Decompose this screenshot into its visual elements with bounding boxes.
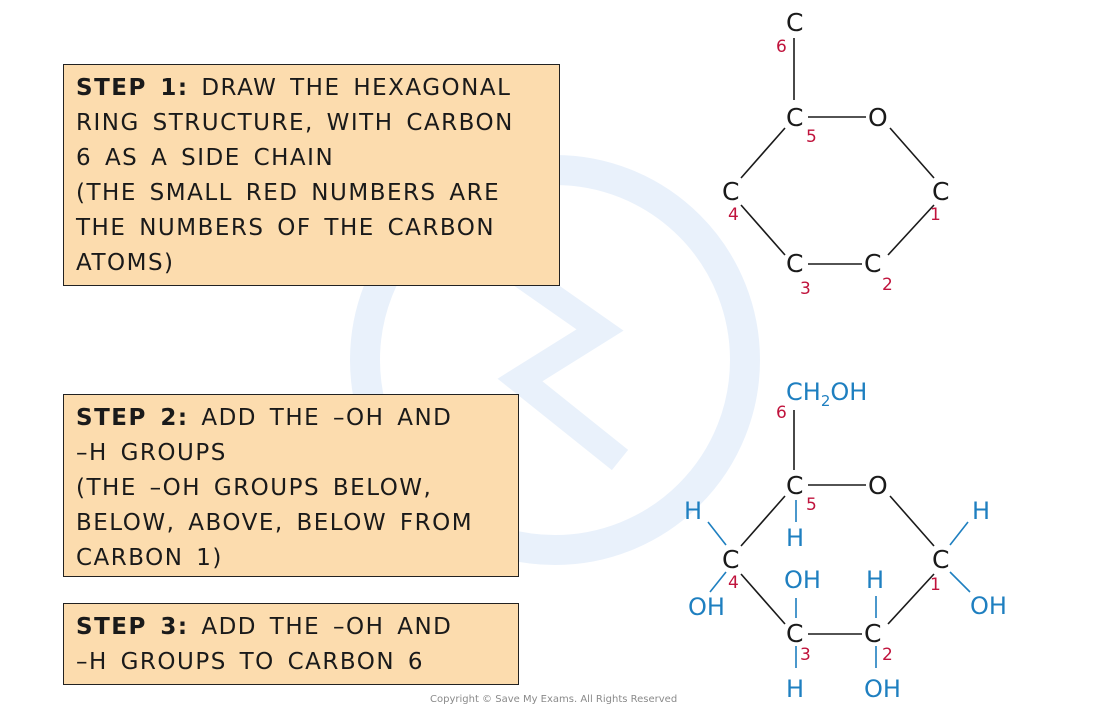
step-1-label: STEP 1: (76, 75, 189, 101)
step-1-line-4: (THE SMALL RED NUMBERS ARE (76, 180, 501, 206)
step-1-line-1: STEP 1: DRAW THE HEXAGONAL (76, 71, 547, 106)
group-c2-oh: OH (864, 675, 901, 703)
group-c1-oh: OH (970, 592, 1007, 620)
step-1-line-6: ATOMS) (76, 250, 175, 276)
step-2-line-5: CARBON 1) (76, 545, 223, 571)
bond-c1-oh (949, 571, 971, 593)
atom-c5: C (786, 103, 803, 132)
step-3-box: STEP 3: ADD THE –OH AND –H GROUPS TO CAR… (63, 603, 519, 685)
group-ch2-text: CH (786, 378, 821, 406)
bond-c5-c4 (740, 127, 786, 179)
group-c1-h: H (972, 497, 990, 525)
group-c4-h: H (684, 497, 702, 525)
bond-c5-c4 (740, 495, 786, 547)
step-3-label: STEP 3: (76, 614, 189, 640)
step-2-line-2: –H GROUPS (76, 440, 227, 466)
bond-c4-c3 (740, 204, 786, 256)
atom-c1: C (932, 177, 949, 206)
step-1-text-1: DRAW THE HEXAGONAL (188, 75, 512, 101)
bond-c1-c2 (887, 573, 935, 625)
step-2-line-1: STEP 2: ADD THE –OH AND (76, 401, 506, 436)
copyright-notice: Copyright © Save My Exams. All Rights Re… (430, 694, 678, 705)
label-c6-number: 6 (776, 403, 787, 423)
molecule-step1: C 6 C 5 O C 4 C 1 C 3 C 2 (722, 8, 949, 299)
step-2-text-1: ADD THE –OH AND (188, 405, 453, 431)
bond-c4-oh (709, 571, 727, 593)
label-c5-number: 5 (806, 127, 817, 147)
atom-c5: C (786, 471, 803, 500)
atom-c1: C (932, 545, 949, 574)
step-2-label: STEP 2: (76, 405, 189, 431)
atom-c4: C (722, 177, 739, 206)
label-c1-number: 1 (930, 205, 941, 225)
molecule-step3: CH2OH 6 C 5 H O C 4 H OH C 1 H OH C 3 OH… (684, 378, 1007, 703)
label-c2-number: 2 (882, 275, 893, 295)
step-1-line-3: 6 AS A SIDE CHAIN (76, 145, 335, 171)
step-1-box: STEP 1: DRAW THE HEXAGONAL RING STRUCTUR… (63, 64, 560, 286)
step-2-line-4: BELOW, ABOVE, BELOW FROM (76, 510, 474, 536)
group-c3-h: H (786, 675, 804, 703)
step-2-box: STEP 2: ADD THE –OH AND –H GROUPS (THE –… (63, 394, 519, 577)
bond-o-c1 (889, 127, 935, 179)
step-3-line-1: STEP 3: ADD THE –OH AND (76, 610, 506, 645)
label-c4-number: 4 (728, 573, 739, 593)
step-1-line-2: RING STRUCTURE, WITH CARBON (76, 110, 514, 136)
step-1-line-5: THE NUMBERS OF THE CARBON (76, 215, 496, 241)
group-ch2oh: CH2OH (786, 378, 867, 410)
bond-c4-h (707, 521, 727, 546)
group-c3-oh: OH (784, 566, 821, 594)
group-ch2-subscript: 2 (821, 392, 831, 410)
label-c6-number: 6 (776, 37, 787, 57)
atom-c6: C (786, 8, 803, 37)
label-c4-number: 4 (728, 205, 739, 225)
atom-c2: C (864, 249, 881, 278)
group-c5-h: H (786, 524, 804, 552)
atom-ring-oxygen: O (868, 471, 888, 500)
group-c4-oh: OH (688, 593, 725, 621)
label-c3-number: 3 (800, 279, 811, 299)
label-c3-number: 3 (800, 645, 811, 665)
group-c2-h: H (866, 566, 884, 594)
label-c2-number: 2 (882, 645, 893, 665)
atom-c2: C (864, 619, 881, 648)
label-c5-number: 5 (806, 495, 817, 515)
label-c1-number: 1 (930, 575, 941, 595)
bond-o-c1 (889, 495, 935, 547)
bond-c1-h (949, 521, 969, 546)
step-2-line-3: (THE –OH GROUPS BELOW, (76, 475, 433, 501)
group-oh-text: OH (830, 378, 867, 406)
bond-c1-c2 (887, 204, 935, 256)
atom-ring-oxygen: O (868, 103, 888, 132)
step-3-text-1: ADD THE –OH AND (188, 614, 453, 640)
atom-c4: C (722, 545, 739, 574)
step-3-line-2: –H GROUPS TO CARBON 6 (76, 649, 424, 675)
atom-c3: C (786, 249, 803, 278)
atom-c3: C (786, 619, 803, 648)
bond-c4-c3 (740, 573, 786, 625)
